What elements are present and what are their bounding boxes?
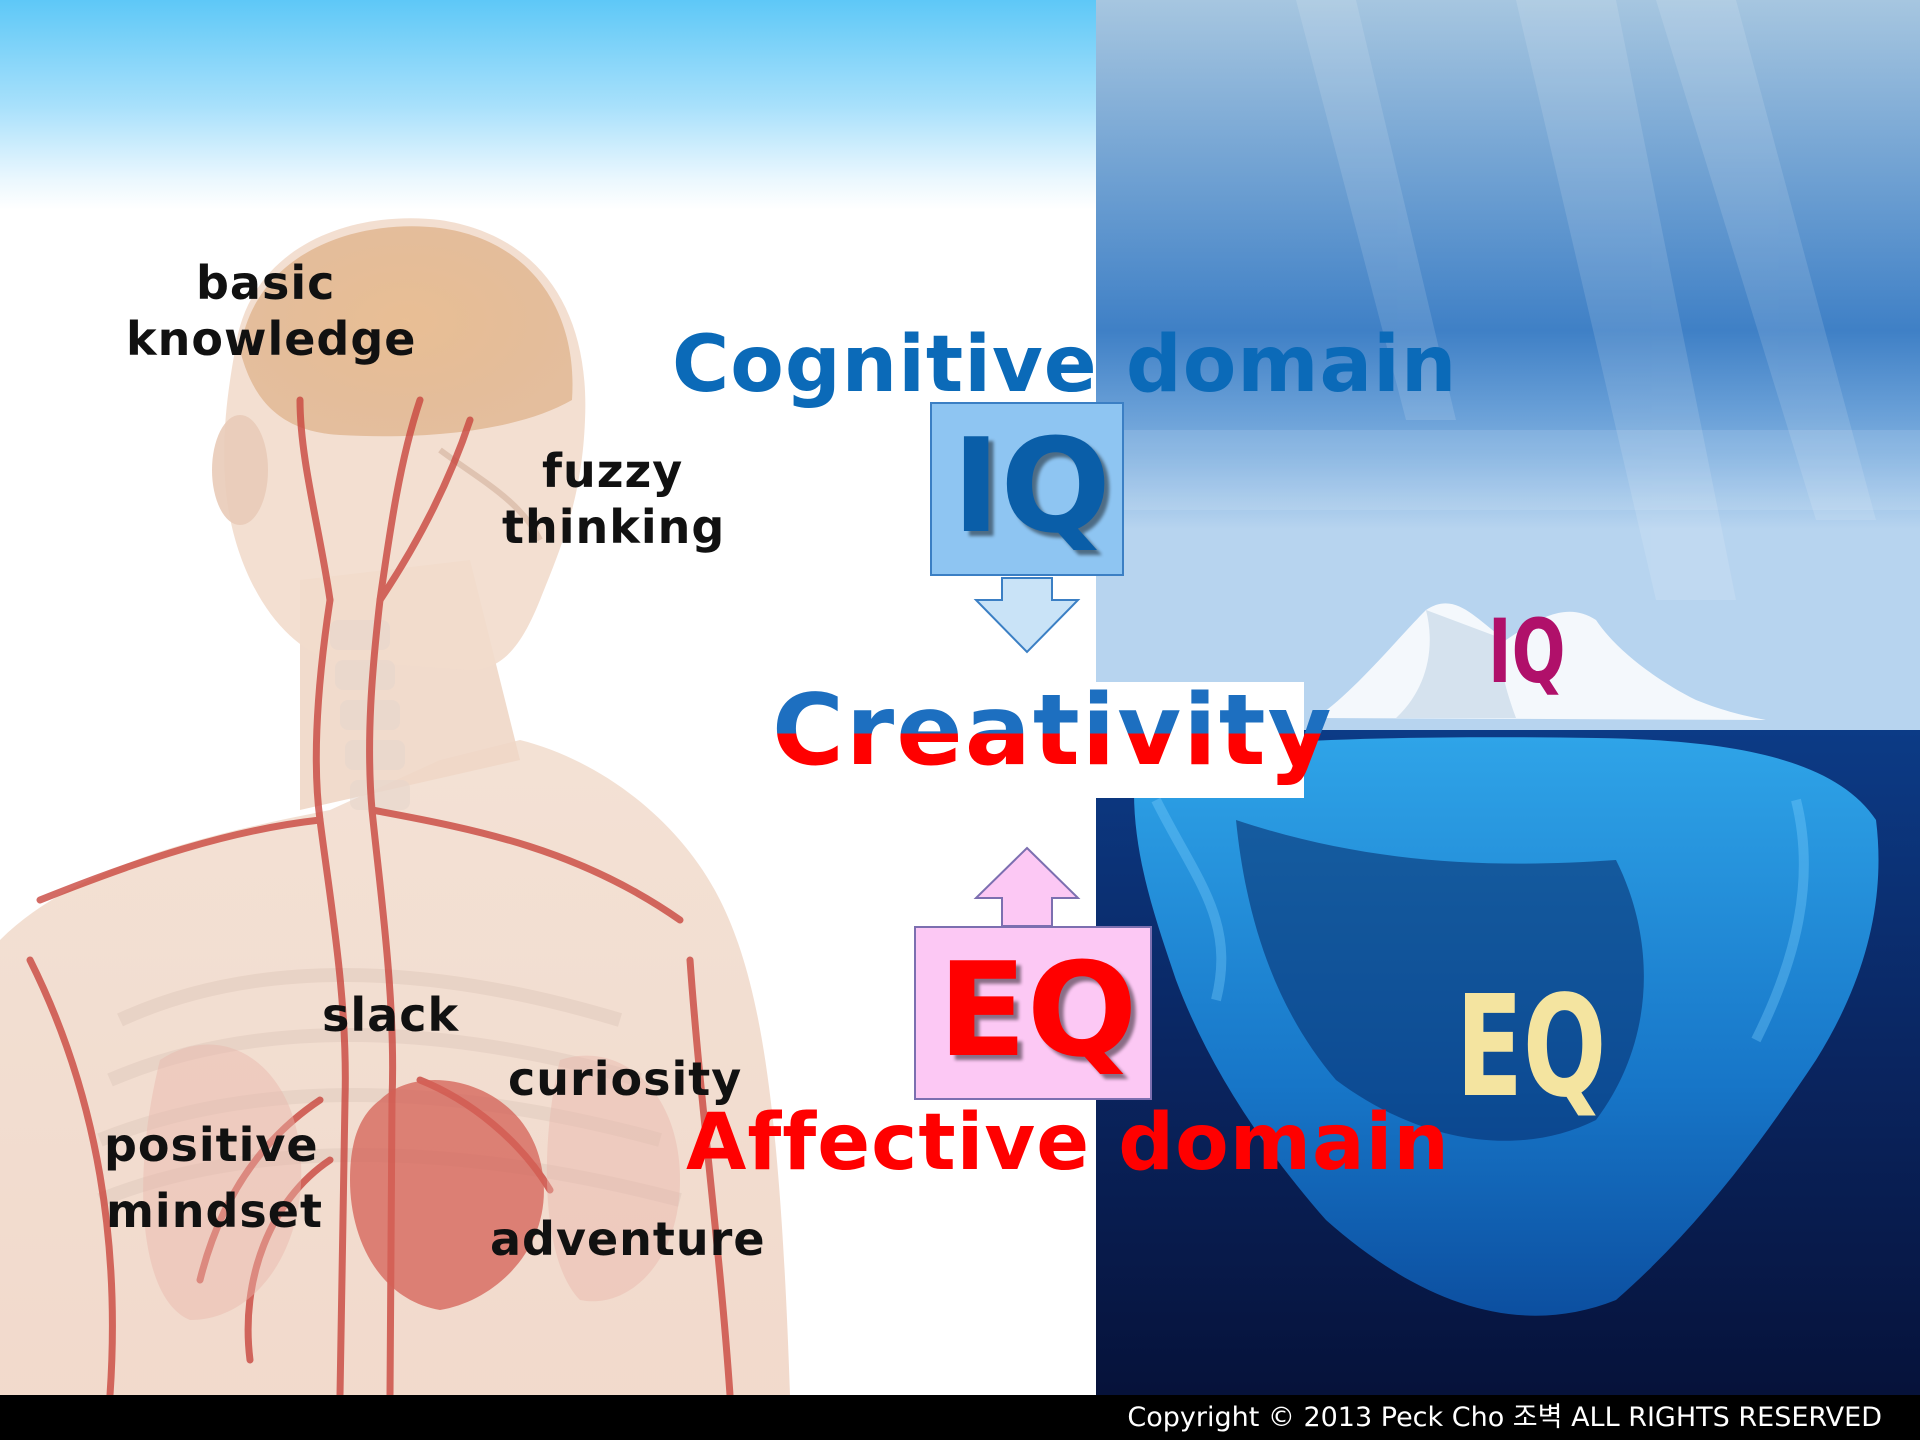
label-adventure: adventure: [490, 1212, 766, 1266]
creativity-text: Creativity: [772, 674, 1334, 788]
up-arrow: [973, 846, 1081, 927]
sky-gradient-band: [0, 0, 1100, 210]
label-thinking: thinking: [502, 500, 726, 554]
label-knowledge: knowledge: [126, 312, 417, 366]
copyright-text: Copyright © 2013 Peck Cho 조벽 ALL RIGHTS …: [1127, 1402, 1882, 1433]
label-mindset: mindset: [106, 1184, 323, 1238]
label-positive: positive: [104, 1118, 319, 1172]
down-arrow: [973, 577, 1081, 654]
creativity-box: Creativity: [768, 674, 1332, 798]
label-fuzzy: fuzzy: [542, 444, 684, 498]
footer-bar: Copyright © 2013 Peck Cho 조벽 ALL RIGHTS …: [0, 1395, 1920, 1440]
eq-box: EQ: [914, 926, 1152, 1100]
label-curiosity: curiosity: [508, 1052, 743, 1106]
iq-box: IQ: [930, 402, 1124, 576]
label-basic: basic: [196, 256, 336, 310]
iq-text: IQ: [952, 410, 1111, 562]
affective-domain-heading: Affective domain: [686, 1098, 1450, 1188]
cognitive-domain-heading: Cognitive domain: [672, 320, 1458, 410]
iceberg-illustration: [1096, 0, 1920, 1395]
iceberg-eq-label: EQ: [1456, 966, 1607, 1129]
iceberg-iq-label: IQ: [1488, 600, 1566, 703]
label-slack: slack: [322, 988, 460, 1042]
eq-text: EQ: [938, 934, 1138, 1086]
human-anatomy-illustration: [0, 218, 790, 1395]
